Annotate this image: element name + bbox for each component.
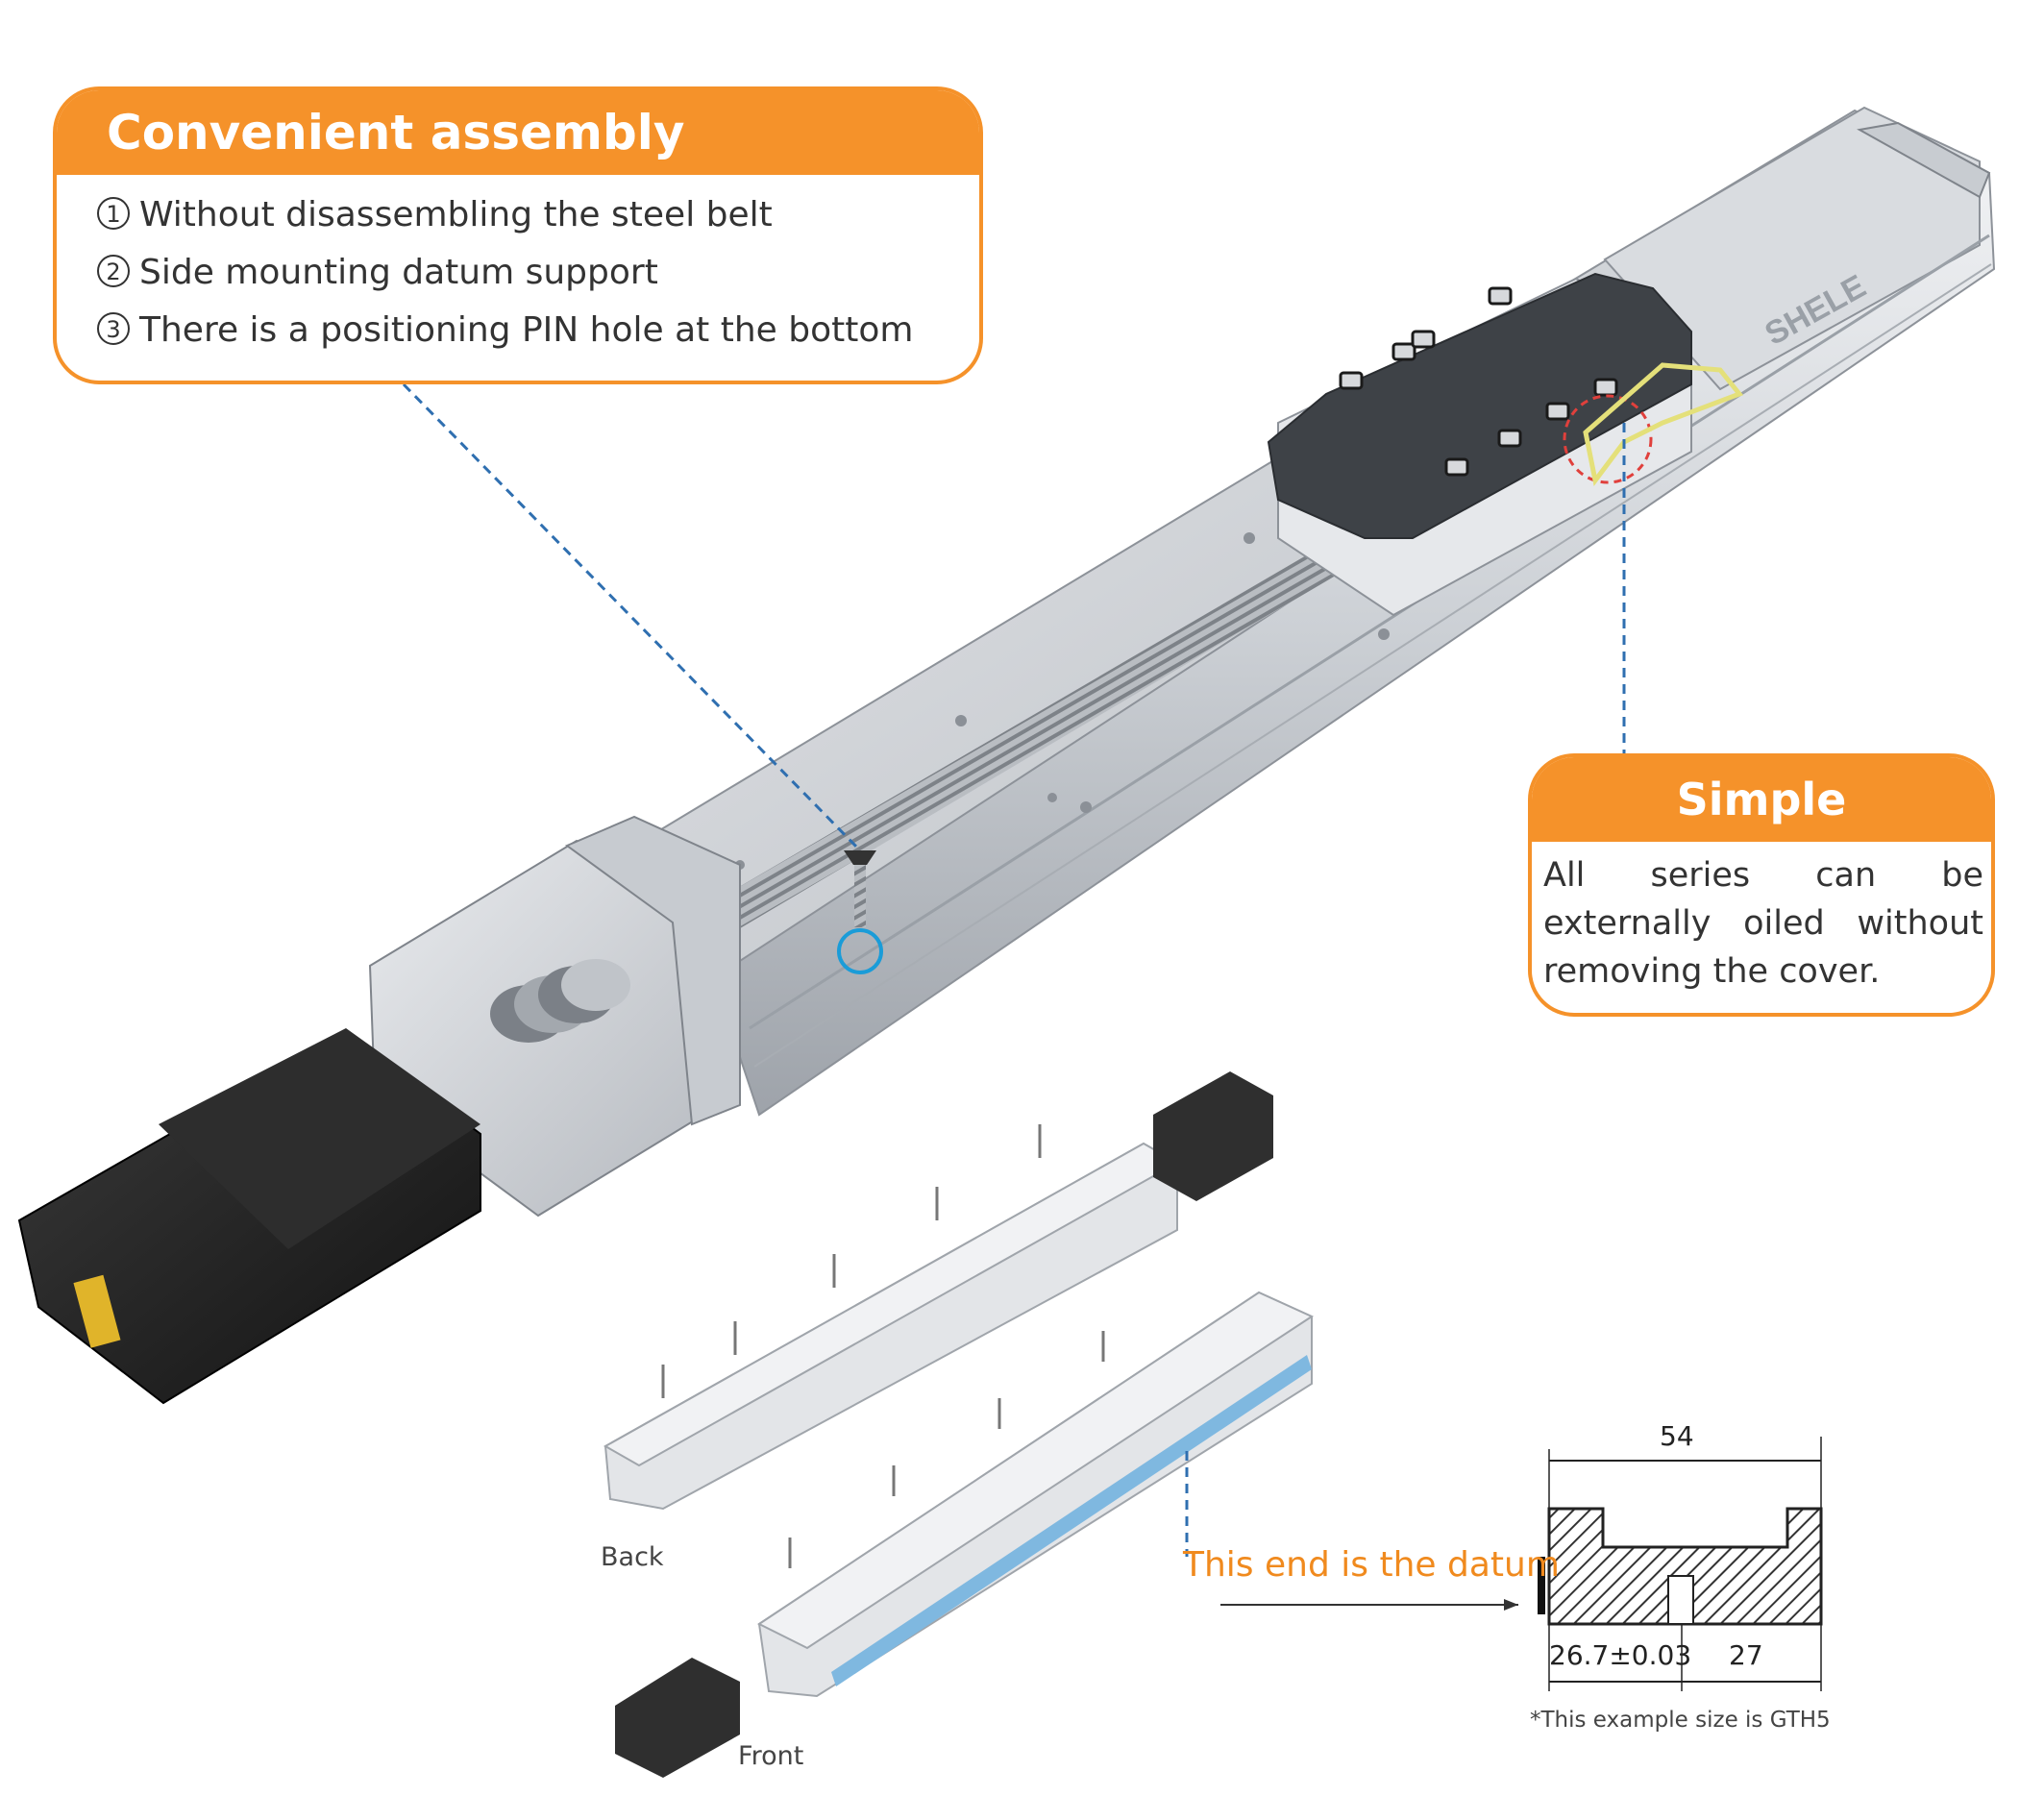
pin-hole-marker bbox=[837, 928, 883, 974]
list-item-text: There is a positioning PIN hole at the b… bbox=[139, 310, 914, 350]
positioning-pin-icon bbox=[844, 850, 876, 927]
oil-port-marker bbox=[1563, 394, 1653, 484]
dimension-half: 27 bbox=[1729, 1639, 1763, 1671]
number-badge: 2 bbox=[97, 255, 130, 287]
dimension-offset: 26.7±0.03 bbox=[1549, 1639, 1692, 1671]
mounting-holes bbox=[735, 532, 1390, 870]
carriage bbox=[1267, 272, 1692, 617]
simple-maintenance-callout: Simple maintenance All series can be ext… bbox=[1528, 753, 1995, 1017]
back-motor bbox=[1153, 1071, 1273, 1201]
list-item-text: Side mounting datum support bbox=[139, 253, 658, 292]
datum-label: This end is the datum bbox=[1183, 1545, 1560, 1585]
convenient-assembly-callout: Convenient assembly 1 Without disassembli… bbox=[53, 86, 983, 384]
callout-text: All series can be externally oiled witho… bbox=[1543, 856, 1983, 991]
ball-screw bbox=[711, 538, 1350, 937]
list-item: 3 There is a positioning PIN hole at the … bbox=[57, 302, 979, 359]
callout-title: Convenient assembly bbox=[57, 90, 979, 175]
cross-section-drawing bbox=[1538, 1437, 1823, 1691]
number-badge: 3 bbox=[97, 312, 130, 345]
exploded-view-back bbox=[603, 1071, 1273, 1511]
dimension-width: 54 bbox=[1660, 1420, 1694, 1452]
end-cap bbox=[1857, 121, 1991, 199]
list-item: 1 Without disassembling the steel belt bbox=[57, 186, 979, 244]
datum-edge-strip bbox=[831, 1355, 1312, 1686]
coupling bbox=[490, 959, 630, 1043]
number-badge: 1 bbox=[97, 197, 130, 230]
linear-actuator: SHELE bbox=[17, 106, 1996, 1405]
back-label: Back bbox=[601, 1542, 664, 1572]
assembly-leader-line bbox=[402, 382, 862, 852]
front-label: Front bbox=[738, 1741, 804, 1771]
list-item: 2 Side mounting datum support bbox=[57, 244, 979, 302]
oil-drop-highlight bbox=[1583, 362, 1744, 486]
size-note: *This example size is GTH5 bbox=[1530, 1708, 1831, 1733]
exploded-view-front bbox=[615, 1291, 1315, 1778]
callout-title: Simple maintenance bbox=[1532, 757, 1991, 910]
servo-motor bbox=[17, 1028, 481, 1405]
list-item-text: Without disassembling the steel belt bbox=[139, 195, 773, 234]
front-motor bbox=[615, 1658, 740, 1778]
